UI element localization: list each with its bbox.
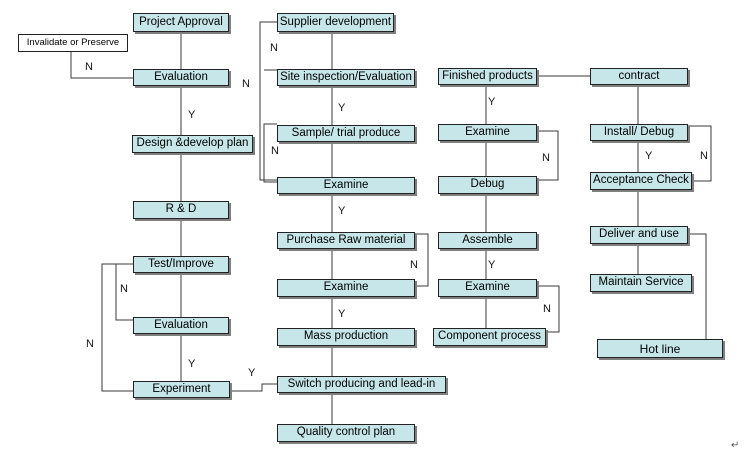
node-assemble: Assemble — [438, 232, 537, 249]
node-experiment: Experiment — [133, 381, 230, 398]
node-contract: contract — [590, 68, 688, 85]
node-maintain-service: Maintain Service — [590, 274, 692, 292]
label-n: N — [86, 338, 94, 350]
label-n: N — [410, 259, 418, 271]
label-n: N — [543, 303, 551, 315]
label-y: Y — [338, 102, 346, 114]
node-finished-products: Finished products — [438, 68, 537, 85]
label-y: Y — [338, 308, 346, 320]
label-y: Y — [645, 150, 653, 162]
node-supplier-development: Supplier development — [277, 13, 394, 32]
connector-n-experiment — [101, 263, 133, 392]
node-evaluation-1: Evaluation — [133, 69, 229, 86]
label-n: N — [700, 150, 708, 162]
node-examine-1: Examine — [277, 177, 415, 194]
node-project-approval: Project Approval — [133, 13, 229, 32]
node-switch-producing: Switch producing and lead-in — [277, 376, 446, 393]
label-y: Y — [488, 96, 496, 108]
label-y: Y — [188, 358, 196, 370]
label-y: Y — [488, 259, 496, 271]
node-site-inspection: Site inspection/Evaluation — [277, 69, 415, 86]
node-test-improve: Test/Improve — [133, 256, 229, 273]
connector-hotline — [688, 233, 707, 339]
node-quality-control-plan: Quality control plan — [277, 424, 415, 442]
connector-n-invalidate — [70, 52, 133, 79]
label-y: Y — [338, 205, 346, 217]
label-n: N — [242, 78, 250, 90]
connector-n-supplier — [259, 21, 277, 181]
node-evaluation-2: Evaluation — [133, 317, 229, 334]
label-n: N — [542, 152, 550, 164]
node-examine-3: Examine — [438, 124, 537, 141]
label-y: Y — [248, 367, 256, 379]
connector-y-switch — [230, 383, 277, 392]
node-component-process: Component process — [433, 328, 546, 346]
node-examine-2: Examine — [277, 279, 415, 297]
node-debug: Debug — [438, 176, 537, 194]
node-hot-line: Hot line — [597, 339, 723, 358]
connector-n-examine — [537, 130, 559, 181]
label-n: N — [120, 283, 128, 295]
node-purchase-raw-material: Purchase Raw material — [277, 232, 415, 249]
label-n: N — [271, 145, 279, 157]
node-invalidate-or-preserve: Invalidate or Preserve — [18, 34, 128, 52]
connector-n-evaluation — [115, 264, 133, 321]
label-n: N — [85, 61, 93, 73]
node-deliver-and-use: Deliver and use — [590, 226, 688, 244]
node-examine-4: Examine — [438, 279, 537, 297]
connector-n-purchase — [415, 233, 429, 287]
paragraph-mark-icon: ↵ — [731, 440, 740, 451]
node-install-debug: Install/ Debug — [590, 124, 688, 141]
label-y: Y — [188, 109, 196, 121]
node-r-and-d: R & D — [133, 201, 229, 219]
connector-n-component — [537, 285, 560, 333]
node-acceptance-check: Acceptance Check — [590, 172, 692, 190]
node-design-plan: Design &develop plan — [132, 135, 253, 153]
node-mass-production: Mass production — [277, 328, 415, 346]
label-n: N — [270, 42, 278, 54]
connector-n-sample — [263, 123, 277, 183]
node-sample-trial: Sample/ trial produce — [277, 125, 415, 142]
connector-n-install — [688, 125, 712, 182]
